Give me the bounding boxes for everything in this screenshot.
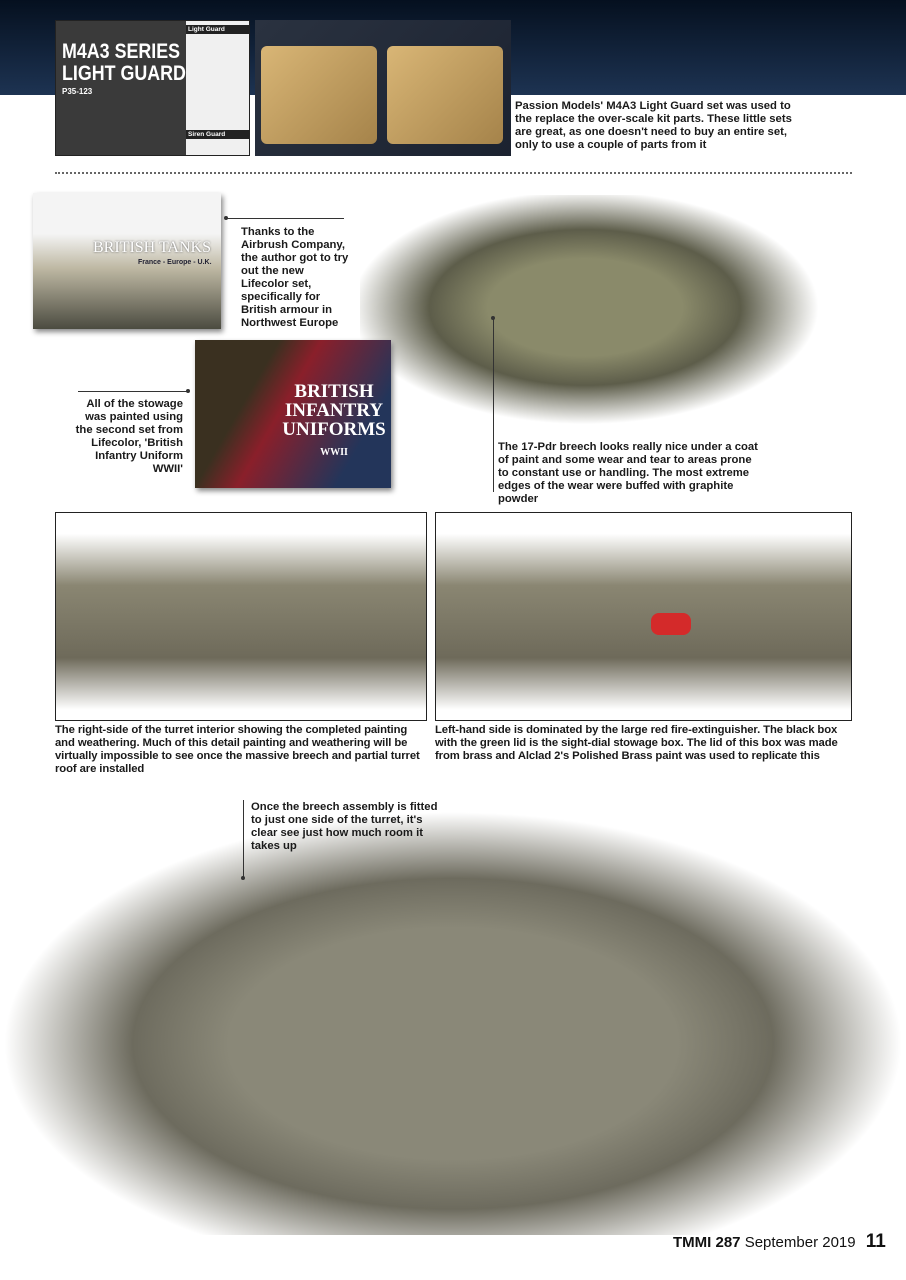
page-footer: TMMI 287 September 2019 11 <box>673 1231 886 1253</box>
caption-stowage: All of the stowage was painted using the… <box>75 398 183 475</box>
package-code: P35-123 <box>62 87 93 96</box>
caption-right-side: The right-side of the turret interior sh… <box>55 724 420 775</box>
box-title: BRITISH INFANTRY UNIFORMS <box>282 381 386 440</box>
leader-dot <box>241 876 245 880</box>
leader-line <box>493 318 494 492</box>
package-title: M4A3 SERIES <box>62 40 181 63</box>
leader-line <box>243 800 244 878</box>
page-number: 11 <box>865 1231 886 1252</box>
box-title: BRITISH TANKS <box>93 239 211 256</box>
caption-breech-fitted: Once the breech assembly is fitted to ju… <box>251 801 438 852</box>
issue-date: September 2019 <box>744 1234 856 1251</box>
leader-dot <box>186 389 190 393</box>
leader-dot <box>491 316 495 320</box>
package-title-2: LIGHT GUARD <box>62 62 186 85</box>
dotted-divider <box>55 172 852 174</box>
side-label: Light Guard <box>186 25 249 34</box>
caption-left-side: Left-hand side is dominated by the large… <box>435 724 838 762</box>
box-subtitle: France - Europe - U.K. <box>138 259 212 266</box>
leader-dot <box>224 216 228 220</box>
caption-breech: The 17-Pdr breech looks really nice unde… <box>498 441 758 505</box>
caption-airbrush-company: Thanks to the Airbrush Company, the auth… <box>241 226 349 329</box>
british-infantry-paint-set-photo: BRITISH INFANTRY UNIFORMS WWII <box>195 340 391 488</box>
photo-etch-fret-photo <box>255 20 511 156</box>
breech-photo <box>360 195 860 445</box>
fire-extinguisher <box>651 613 691 635</box>
british-tanks-paint-set-photo: BRITISH TANKS France - Europe - U.K. <box>33 193 221 329</box>
turret-left-side-photo <box>435 512 852 721</box>
magazine-issue: TMMI 287 <box>673 1234 741 1251</box>
turret-with-breech-photo <box>0 810 906 1235</box>
side-label: Siren Guard <box>186 130 249 139</box>
leader-line <box>78 391 188 392</box>
caption-light-guard: Passion Models' M4A3 Light Guard set was… <box>515 100 792 151</box>
box-subtitle: WWII <box>320 447 348 458</box>
turret-right-side-photo <box>55 512 427 721</box>
leader-line <box>226 218 344 219</box>
